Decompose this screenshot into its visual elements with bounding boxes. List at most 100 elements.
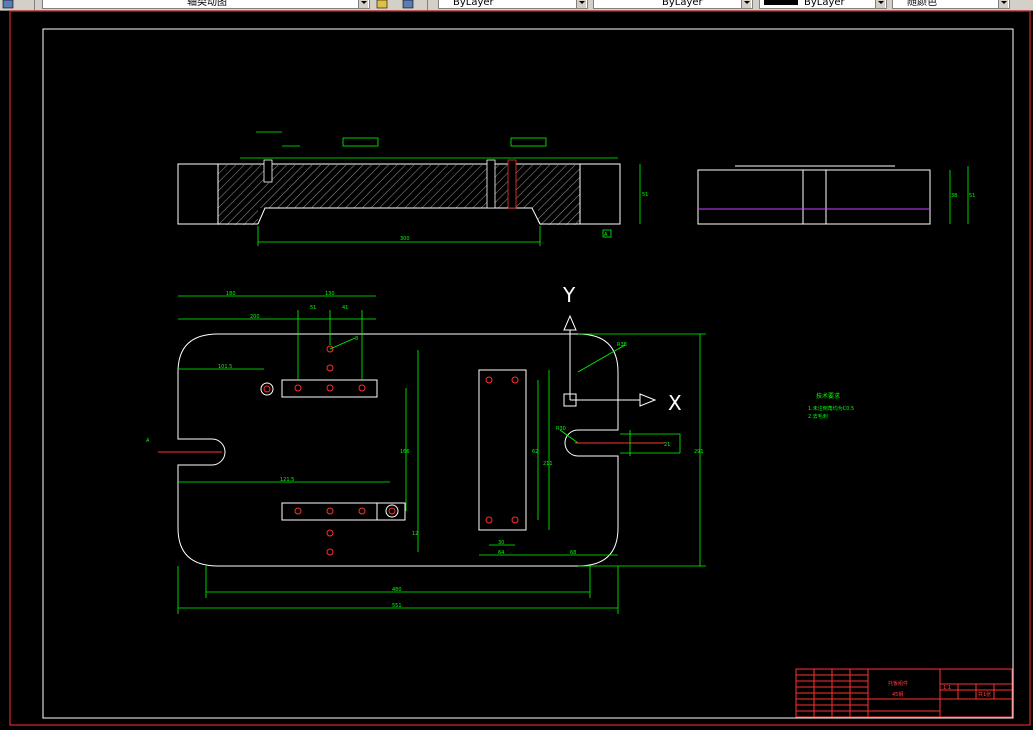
hole bbox=[485, 376, 493, 384]
counterbore bbox=[260, 382, 274, 396]
dim-41: 41 bbox=[342, 305, 348, 311]
dim-height-right: 291 bbox=[694, 449, 704, 455]
chevron-down-icon[interactable] bbox=[358, 0, 368, 8]
dim-side-h2: 51 bbox=[969, 193, 975, 199]
plotstyle-dropdown[interactable]: 随颜色 bbox=[892, 0, 1010, 9]
dim-30: 30 bbox=[498, 540, 504, 546]
title-part-name: 托板组件 bbox=[888, 680, 908, 687]
section-view: 300 51 A bbox=[177, 131, 648, 246]
title-scale: 1:1 bbox=[943, 685, 951, 691]
hole bbox=[485, 516, 493, 524]
section-hole bbox=[263, 159, 273, 183]
hole bbox=[358, 507, 366, 515]
dim-b: 200 bbox=[250, 314, 260, 320]
dim-hole-sm: 8 bbox=[355, 336, 358, 342]
hole bbox=[511, 376, 519, 384]
tech-requirements: 技术要求 1.未注倒角均为C0.5 2.去毛刺 bbox=[808, 392, 854, 420]
dim-1215: 121.5 bbox=[280, 477, 294, 483]
title-sheet: 共1张 bbox=[978, 691, 991, 698]
ucs-origin bbox=[563, 393, 577, 407]
dim-a: 180 bbox=[226, 291, 236, 297]
layer-dropdown[interactable]: 轴类动图 bbox=[42, 0, 370, 9]
leader-line bbox=[577, 344, 626, 373]
datum-label: A bbox=[604, 232, 608, 238]
hole bbox=[326, 345, 334, 353]
dim-radius: R38 bbox=[617, 342, 627, 348]
linetype-dropdown-value: ByLayer bbox=[662, 0, 703, 8]
chevron-down-icon[interactable] bbox=[576, 0, 586, 8]
section-recess-fill bbox=[258, 208, 538, 226]
layer-match-icon[interactable] bbox=[402, 0, 414, 9]
hole bbox=[326, 529, 334, 537]
counterbore bbox=[385, 504, 399, 518]
dim-side-h1: 38 bbox=[951, 193, 957, 199]
dim-len-total: 551 bbox=[392, 603, 402, 609]
title-block: 托板组件 45钢 1:1 共1张 bbox=[795, 668, 1013, 718]
dim-1015: 101.5 bbox=[218, 364, 232, 370]
dim-12: 12 bbox=[412, 531, 418, 537]
leader-line bbox=[559, 429, 579, 444]
dim-slot-h: 21 bbox=[664, 442, 670, 448]
section-mark-left: A bbox=[146, 438, 150, 444]
plotstyle-dropdown-value: 随颜色 bbox=[907, 0, 937, 8]
linetype-dropdown[interactable]: ByLayer bbox=[593, 0, 753, 9]
dim-radius2: R30 bbox=[556, 426, 566, 432]
layer-dropdown-value: 轴类动图 bbox=[187, 0, 227, 8]
dim-sec-h: 51 bbox=[642, 192, 648, 198]
toolbar-separator bbox=[427, 0, 428, 10]
datum-box bbox=[602, 229, 612, 238]
section-slot-red bbox=[507, 159, 517, 209]
gdt-frame-1 bbox=[342, 137, 379, 147]
dim-51: 51 bbox=[310, 305, 316, 311]
title-material: 45钢 bbox=[892, 691, 903, 698]
tech-line-1: 1.未注倒角均为C0.5 bbox=[808, 405, 854, 412]
lineweight-swatch bbox=[764, 0, 798, 5]
plate-slot-rect bbox=[478, 369, 527, 531]
color-dropdown[interactable]: ByLayer bbox=[438, 0, 588, 9]
drawing-canvas[interactable]: 300 51 A 38 51 bbox=[0, 10, 1033, 730]
tech-title: 技术要求 bbox=[816, 392, 840, 400]
hole bbox=[263, 385, 271, 393]
hole bbox=[511, 516, 519, 524]
gdt-frame-2 bbox=[510, 137, 547, 147]
sheet-outer-frame bbox=[9, 10, 1031, 726]
hole bbox=[358, 384, 366, 392]
section-recess bbox=[257, 207, 541, 225]
hole bbox=[326, 507, 334, 515]
hole bbox=[388, 507, 396, 515]
dim-166: 166 bbox=[400, 449, 410, 455]
layer-manager-icon[interactable] bbox=[2, 0, 14, 9]
hole bbox=[294, 384, 302, 392]
chevron-down-icon[interactable] bbox=[875, 0, 885, 8]
ucs-y-label: Y bbox=[562, 283, 576, 307]
dim-sec-len: 300 bbox=[400, 236, 410, 242]
lineweight-dropdown-value: ByLayer bbox=[804, 0, 845, 8]
dim-64: 64 bbox=[498, 550, 504, 556]
dim-211: 211 bbox=[543, 461, 553, 467]
lineweight-dropdown[interactable]: ByLayer bbox=[759, 0, 887, 9]
dim-68: 68 bbox=[570, 550, 576, 556]
toolbar-separator bbox=[34, 0, 35, 10]
hole bbox=[326, 384, 334, 392]
plate-pocket-bottom bbox=[281, 502, 378, 521]
dim-c: 130 bbox=[325, 291, 335, 297]
ucs-y-arrow bbox=[563, 314, 577, 331]
side-outline bbox=[697, 169, 931, 225]
hole bbox=[326, 548, 334, 556]
ucs-x-arrow bbox=[639, 393, 657, 407]
leader-line bbox=[329, 337, 356, 350]
chevron-down-icon[interactable] bbox=[741, 0, 751, 8]
chevron-down-icon[interactable] bbox=[998, 0, 1008, 8]
plan-view: Y X 180 130 200 51 41 101.5 121.5 166 12… bbox=[146, 283, 706, 614]
drawing-border bbox=[42, 28, 1014, 719]
tech-line-2: 2.去毛刺 bbox=[808, 413, 828, 420]
side-view: 38 51 bbox=[697, 165, 975, 225]
hole bbox=[294, 507, 302, 515]
plate-pocket-tab bbox=[376, 502, 406, 521]
hole bbox=[326, 364, 334, 372]
section-slot bbox=[486, 159, 496, 209]
ucs-x-label: X bbox=[668, 391, 682, 415]
color-dropdown-value: ByLayer bbox=[453, 0, 494, 8]
layer-previous-icon[interactable] bbox=[376, 0, 388, 9]
plate-pocket-top bbox=[281, 379, 378, 398]
